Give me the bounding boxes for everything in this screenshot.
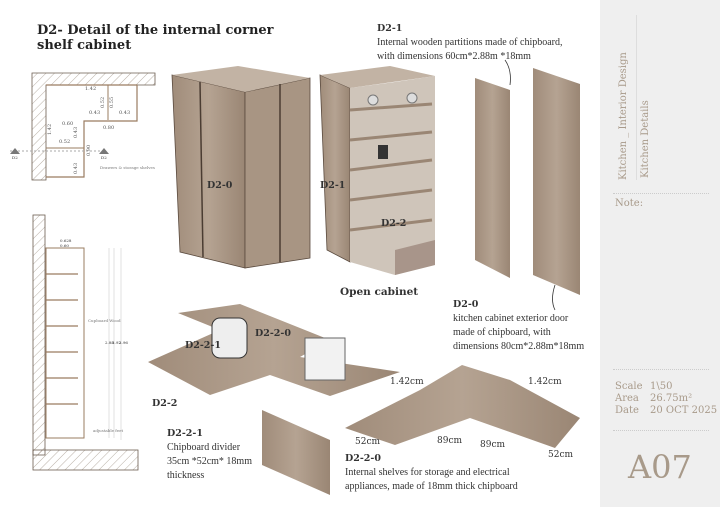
plan-note: Drawers & storage shelves — [100, 165, 155, 170]
section-dim: 2.96 — [119, 340, 128, 345]
dim-label: 52cm — [548, 450, 574, 460]
plan-dim: 0.43 — [73, 162, 79, 174]
project-name: Kitchen _ Interior Design — [618, 52, 629, 180]
section-drawing — [32, 214, 139, 471]
dim-label: 89cm — [437, 436, 463, 446]
plan-dim: 0.60 — [62, 121, 74, 127]
plan-dim: 1.42 — [47, 123, 53, 135]
label-d2-2-1: D2-2-1 — [185, 340, 221, 351]
drawings — [10, 59, 580, 495]
l-shelf-render — [345, 365, 580, 448]
partition-panel-render — [475, 78, 510, 278]
open-cabinet-caption: Open cabinet — [340, 286, 419, 298]
label-d2-1: D2-1 — [320, 180, 346, 191]
dim-label: 1.42cm — [528, 377, 562, 387]
plan-dim: 0.80 — [103, 125, 115, 131]
plan-dim: 0.43 — [89, 110, 101, 116]
plan-dim: 0.43 — [119, 110, 131, 116]
open-cabinet-render — [319, 66, 435, 275]
shelf-assembly-render — [148, 304, 400, 396]
section-note: adjustable feet — [93, 428, 124, 433]
section-dim: 2.88 — [105, 340, 114, 345]
plan-dim: 1.42 — [85, 86, 97, 92]
plan-dim: 0.52 — [100, 96, 106, 108]
label-d2-2: D2-2 — [152, 398, 178, 409]
sheet-code: A07 — [628, 448, 692, 486]
note-label: Note: — [615, 198, 644, 209]
plan-dim: 0.43 — [73, 126, 79, 138]
floor-plan-drawing — [10, 72, 156, 181]
sheet-name: Kitchen Details — [640, 100, 651, 178]
section-dim: 2.92 — [112, 340, 121, 345]
section-mark: D2 — [12, 155, 18, 160]
section-note: Cupboard Wood — [88, 318, 121, 323]
section-dim: 0.628 — [60, 238, 72, 243]
divider-render — [262, 410, 330, 495]
closed-cabinet-render — [171, 66, 311, 269]
plan-dim: 0.90 — [86, 144, 92, 156]
section-mark: D2 — [101, 155, 107, 160]
dim-label: 52cm — [355, 437, 381, 447]
label-d2-0: D2-0 — [207, 180, 233, 191]
plan-dim: 0.55 — [109, 96, 115, 108]
label-d2-2-0: D2-2-0 — [255, 328, 291, 339]
plan-dim: 0.52 — [59, 139, 71, 145]
section-dim: 0.60 — [60, 243, 69, 248]
title-block-sidebar: Kitchen _ Interior Design Kitchen Detail… — [600, 0, 720, 507]
dim-label: 89cm — [480, 440, 506, 450]
dim-label: 1.42cm — [390, 377, 424, 387]
label-d2-2: D2-2 — [381, 218, 407, 229]
partition-panel-render — [533, 68, 580, 295]
